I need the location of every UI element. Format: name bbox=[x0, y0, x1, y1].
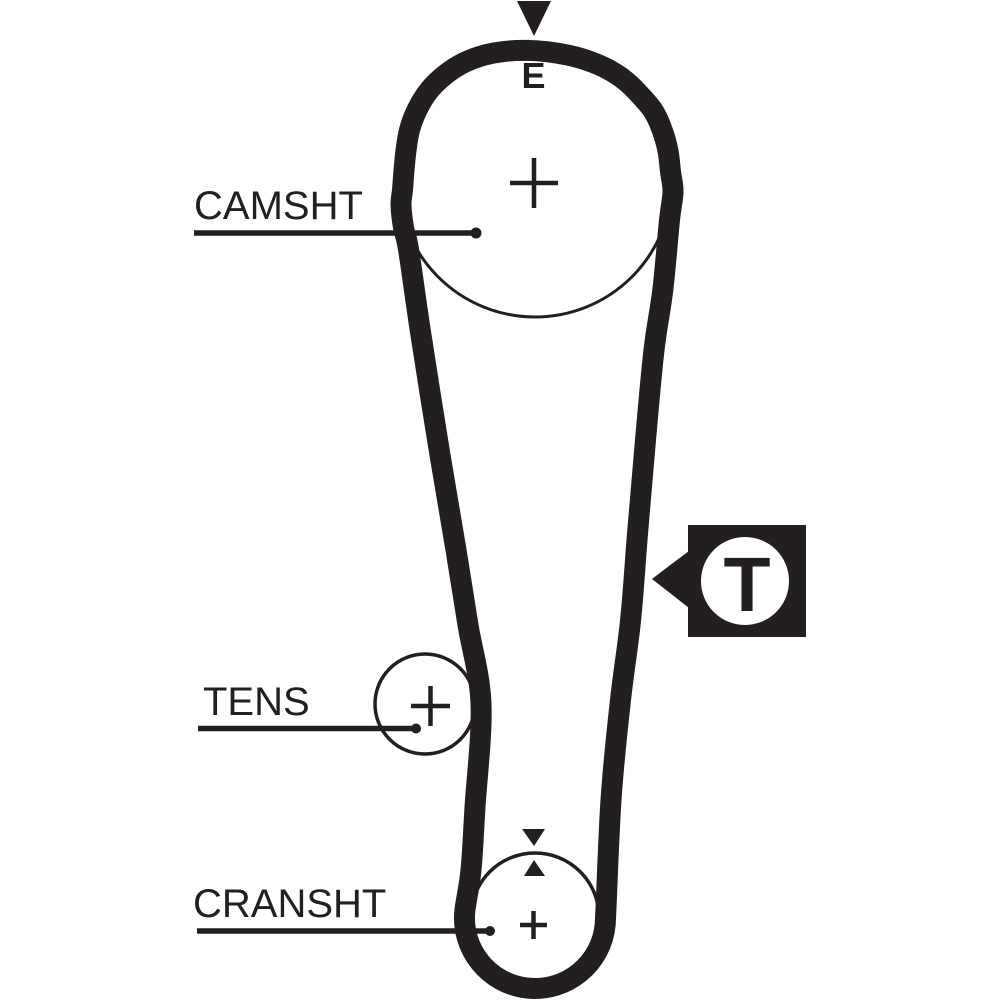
svg-text:T: T bbox=[723, 542, 770, 628]
svg-text:E: E bbox=[521, 55, 545, 96]
